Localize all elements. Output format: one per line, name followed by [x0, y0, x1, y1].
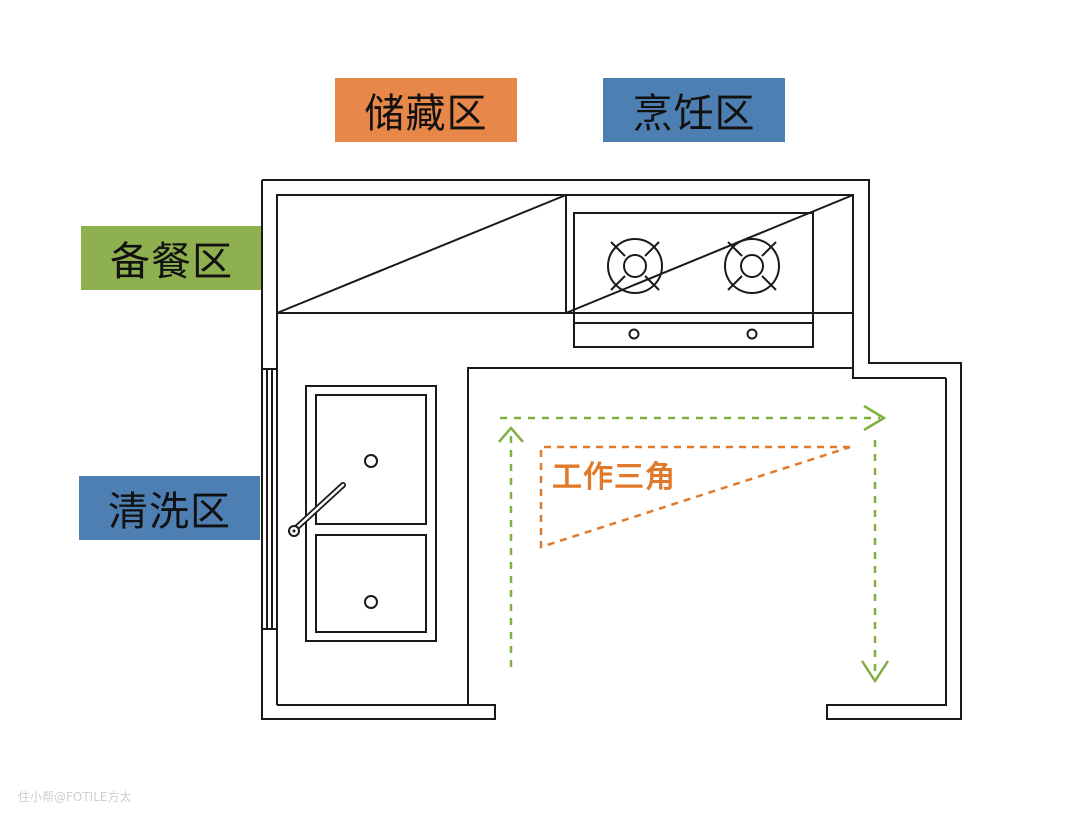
faucet-icon	[288, 482, 346, 537]
prep-zone-label: 备餐区	[81, 226, 262, 290]
cooktop-knob-left	[628, 328, 640, 340]
cooking-cabinet-diagonal	[565, 194, 854, 314]
window-icon	[262, 368, 277, 630]
cooking-zone-label: 烹饪区	[603, 78, 785, 142]
arrowhead-right-icon	[863, 404, 887, 432]
arrowhead-down-icon	[860, 660, 890, 684]
sink-drain-bottom	[364, 595, 378, 609]
outer-wall	[262, 179, 962, 720]
sink-cabinet	[305, 385, 437, 642]
sink-basin-bottom	[315, 534, 427, 633]
prep-zone-text: 备餐区	[110, 239, 233, 285]
work-triangle-label: 工作三角	[552, 460, 676, 495]
burner-left-icon	[607, 238, 663, 294]
sink-drain-top	[364, 454, 378, 468]
cooking-zone-text: 烹饪区	[632, 91, 756, 137]
cooktop-knob-right	[746, 328, 758, 340]
outer-wall-left	[261, 180, 496, 720]
storage-zone-label: 储藏区	[335, 78, 517, 142]
watermark: 住小帮@FOTILE方太	[18, 790, 132, 804]
washing-zone-label: 清洗区	[79, 476, 260, 540]
burner-right-icon	[724, 238, 780, 294]
sink-basin-top	[315, 394, 427, 525]
storage-zone-text: 储藏区	[364, 91, 488, 137]
washing-zone-text: 清洗区	[108, 489, 231, 535]
storage-cabinet-diagonal	[276, 194, 567, 314]
cooktop	[573, 212, 814, 348]
counter-edge	[467, 367, 853, 705]
arrowhead-up-icon	[498, 426, 524, 443]
